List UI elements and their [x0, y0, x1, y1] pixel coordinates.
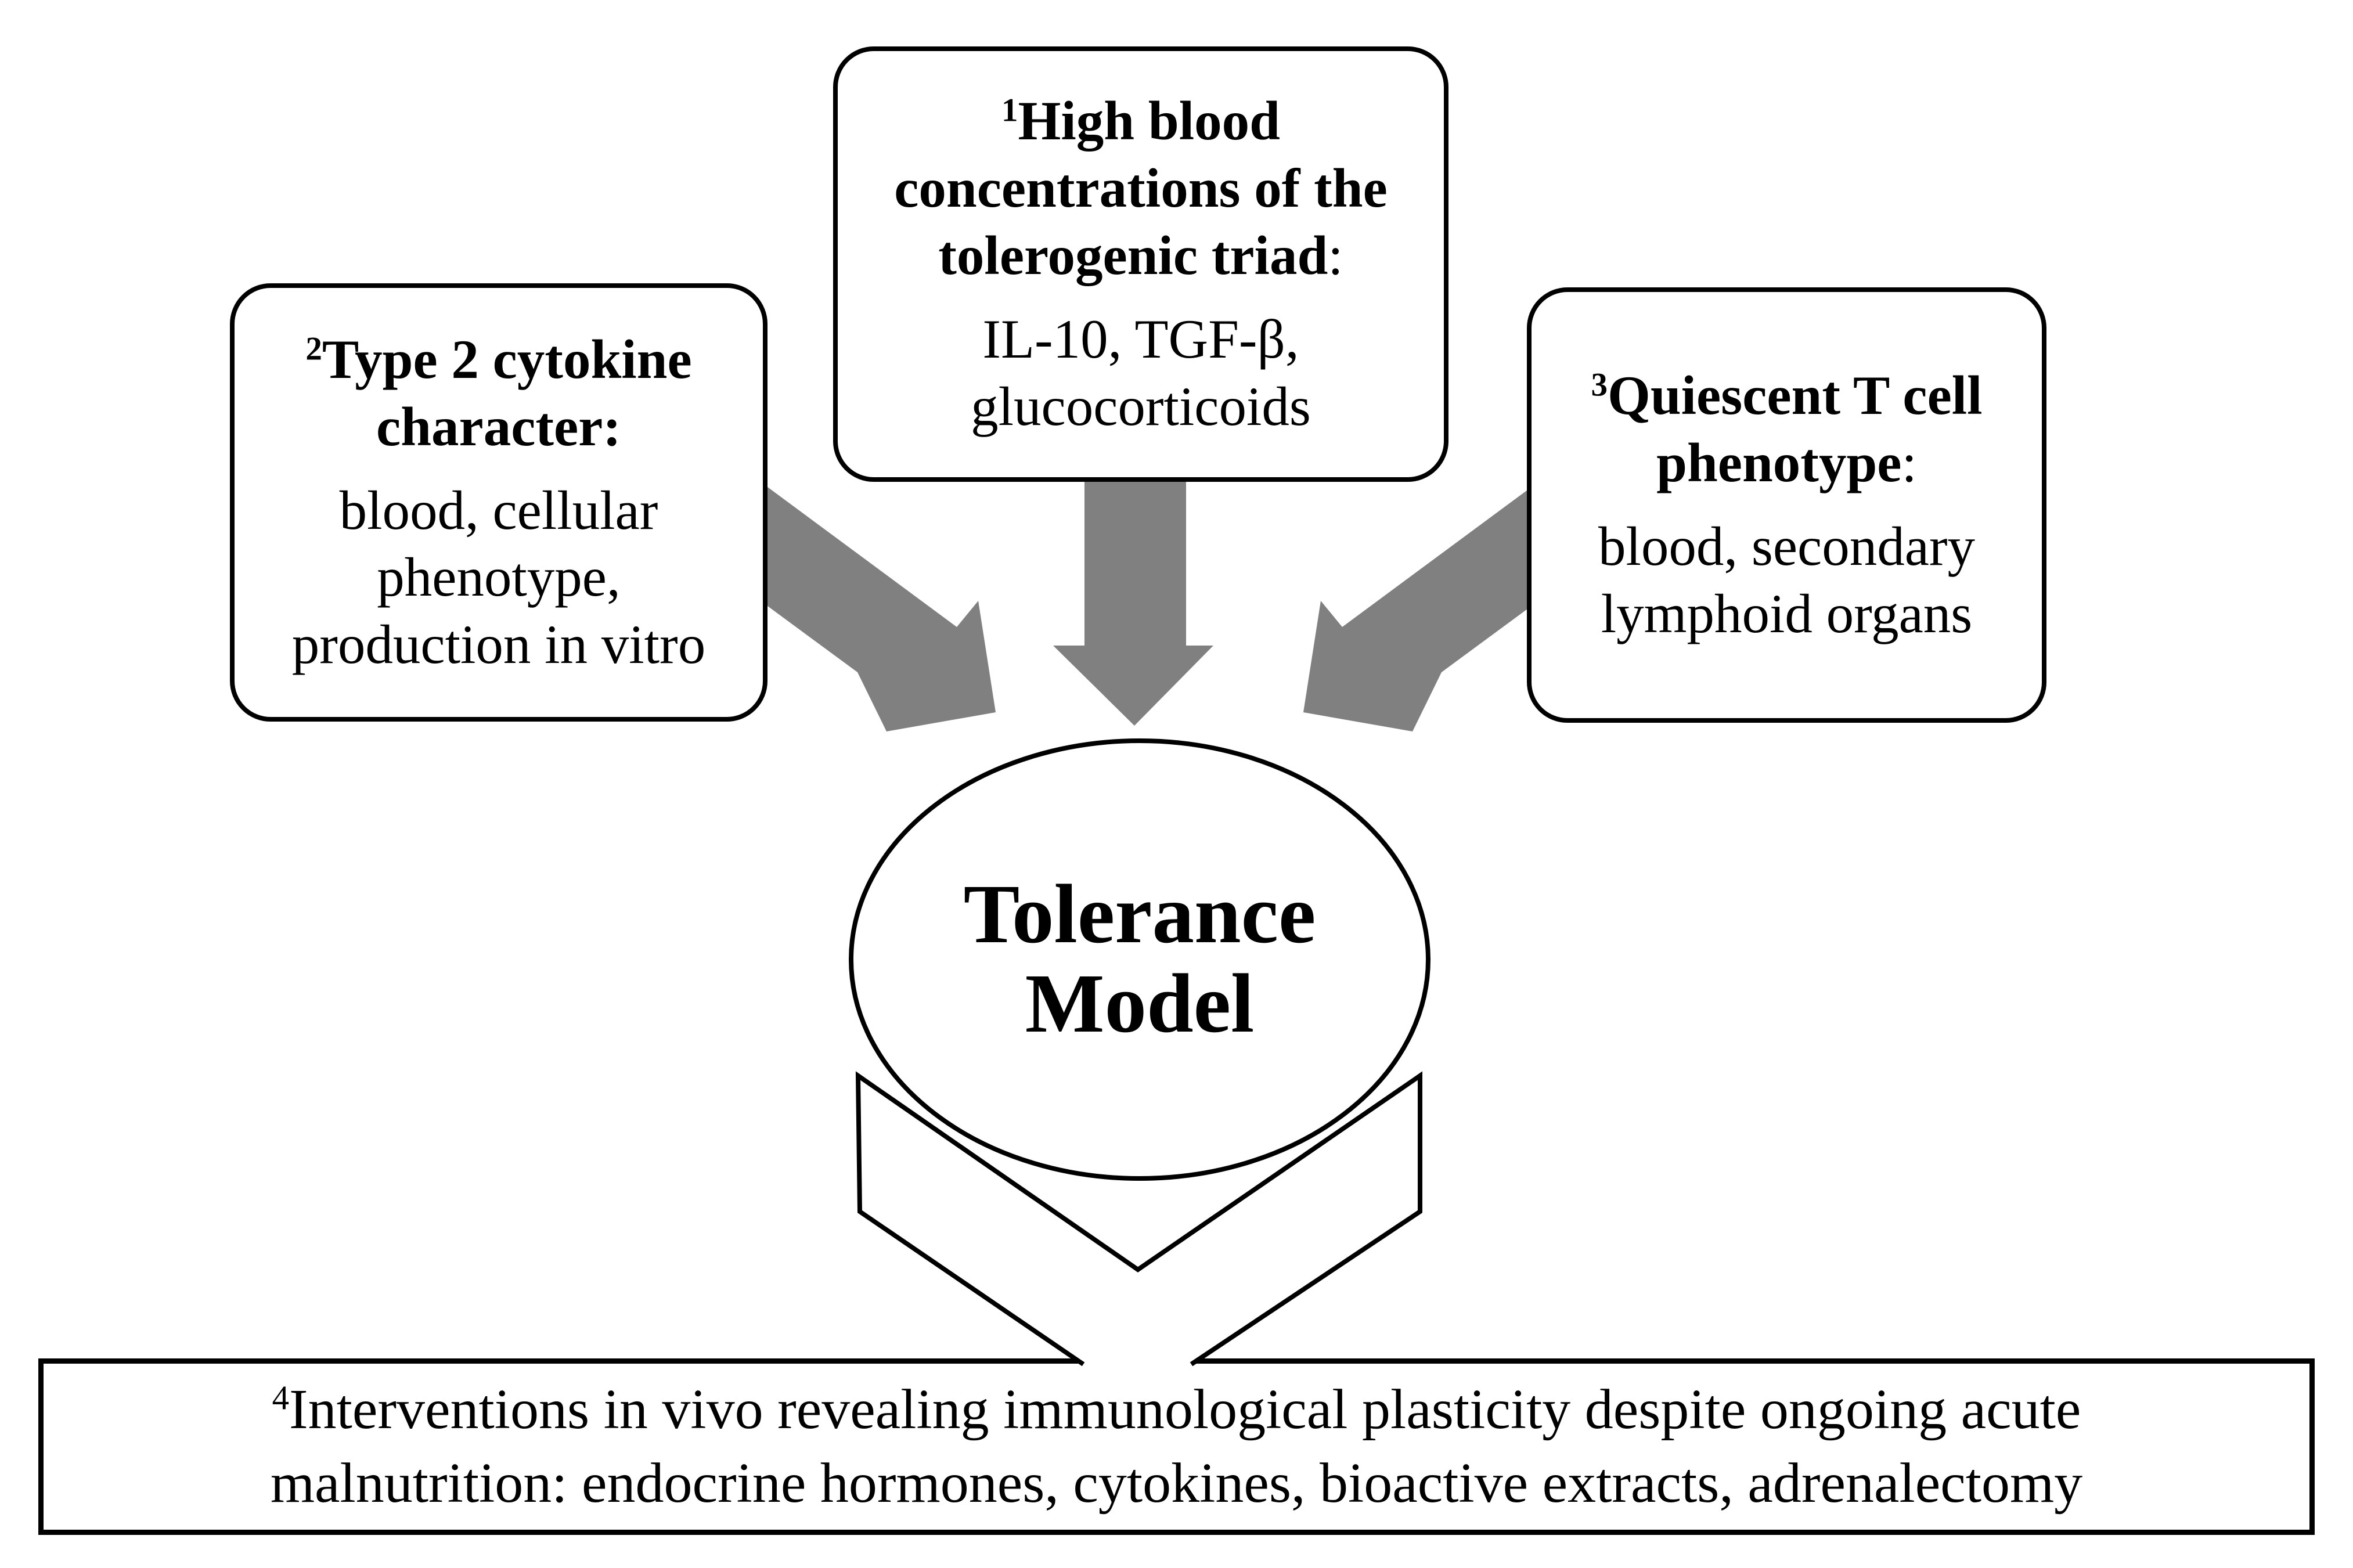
- arrow-right-gray: [1303, 482, 1538, 731]
- chevron-arrow-outline: [855, 1071, 1422, 1367]
- box-type2-cytokine: 2Type 2 cytokine character: blood, cellu…: [230, 283, 767, 722]
- box-tolerogenic-triad-body: IL-10, TGF-β, glucocorticoids: [971, 308, 1311, 437]
- box-quiescent-tcell: 3Quiescent T cell phenotype: blood, seco…: [1527, 287, 2046, 723]
- interventions-text: 4Interventions in vivo revealing immunol…: [270, 1378, 2083, 1515]
- box-tolerogenic-triad: 1High blood concentrations of the tolero…: [833, 46, 1448, 482]
- superscript-4: 4: [272, 1379, 290, 1417]
- chevron-arrow-fill: [858, 1076, 1420, 1364]
- box-type2-cytokine-title: 2Type 2 cytokine character:: [305, 328, 692, 457]
- box-tolerogenic-triad-title: 1High blood concentrations of the tolero…: [894, 90, 1388, 287]
- title-colon: :: [1328, 225, 1343, 287]
- box-interventions: 4Interventions in vivo revealing immunol…: [38, 1358, 2315, 1535]
- box-quiescent-tcell-title: 3Quiescent T cell phenotype:: [1591, 365, 1983, 494]
- arrow-middle-gray: [1053, 473, 1213, 726]
- box-quiescent-tcell-body: blood, secondary lymphoid organs: [1598, 516, 1975, 644]
- superscript-3: 3: [1591, 366, 1608, 403]
- arrow-left-gray: [761, 482, 996, 731]
- box-type2-cytokine-body: blood, cellular phenotype, production in…: [291, 479, 706, 676]
- tolerance-model-label: Tolerance Model: [963, 868, 1316, 1050]
- superscript-1: 1: [1001, 92, 1018, 129]
- title-colon: :: [1901, 432, 1917, 494]
- superscript-2: 2: [305, 330, 322, 367]
